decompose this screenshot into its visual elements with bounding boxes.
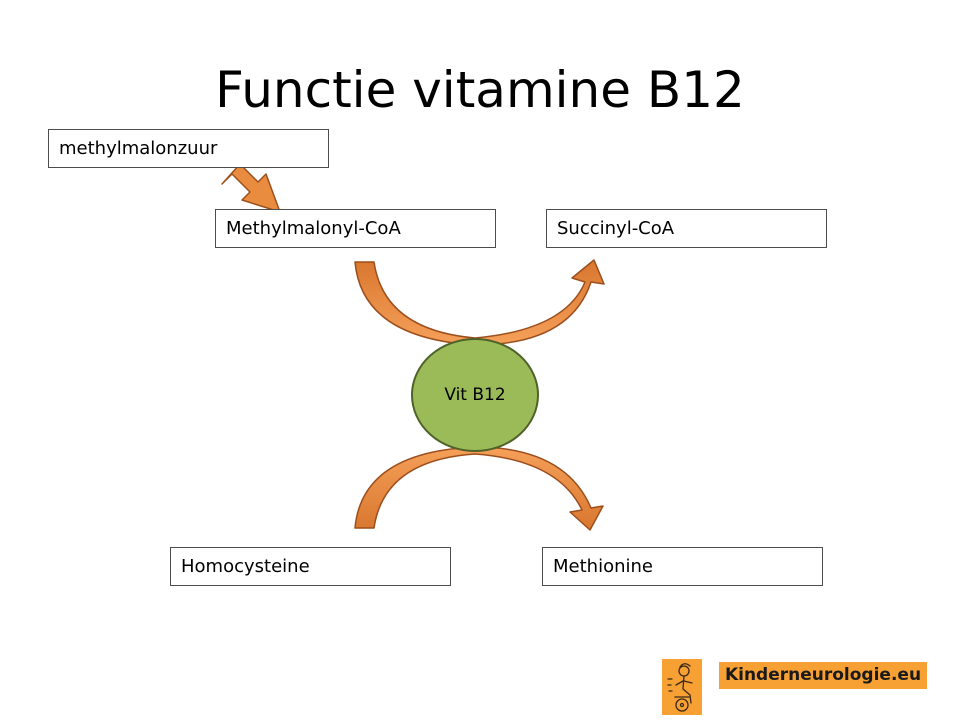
page-title: Functie vitamine B12 <box>215 61 745 119</box>
arrow-methylmalonzuur-to-methylmalonyl <box>221 163 281 213</box>
node-methionine: Methionine <box>542 547 823 586</box>
curved-arrow-methylmalonyl-to-succinyl <box>354 259 605 346</box>
node-succinyl-coa: Succinyl-CoA <box>546 209 827 248</box>
node-homocysteine: Homocysteine <box>170 547 451 586</box>
curved-arrow-homocysteine-to-methionine <box>354 446 604 531</box>
vit-b12-node <box>411 338 539 452</box>
vit-b12-label: Vit B12 <box>444 385 506 405</box>
brand-name[interactable]: Kinderneurologie.eu <box>719 662 927 689</box>
node-methylmalonyl-coa: Methylmalonyl-CoA <box>215 209 496 248</box>
node-methylmalonzuur: methylmalonzuur <box>48 129 329 168</box>
brand-logo-icon <box>662 659 702 715</box>
